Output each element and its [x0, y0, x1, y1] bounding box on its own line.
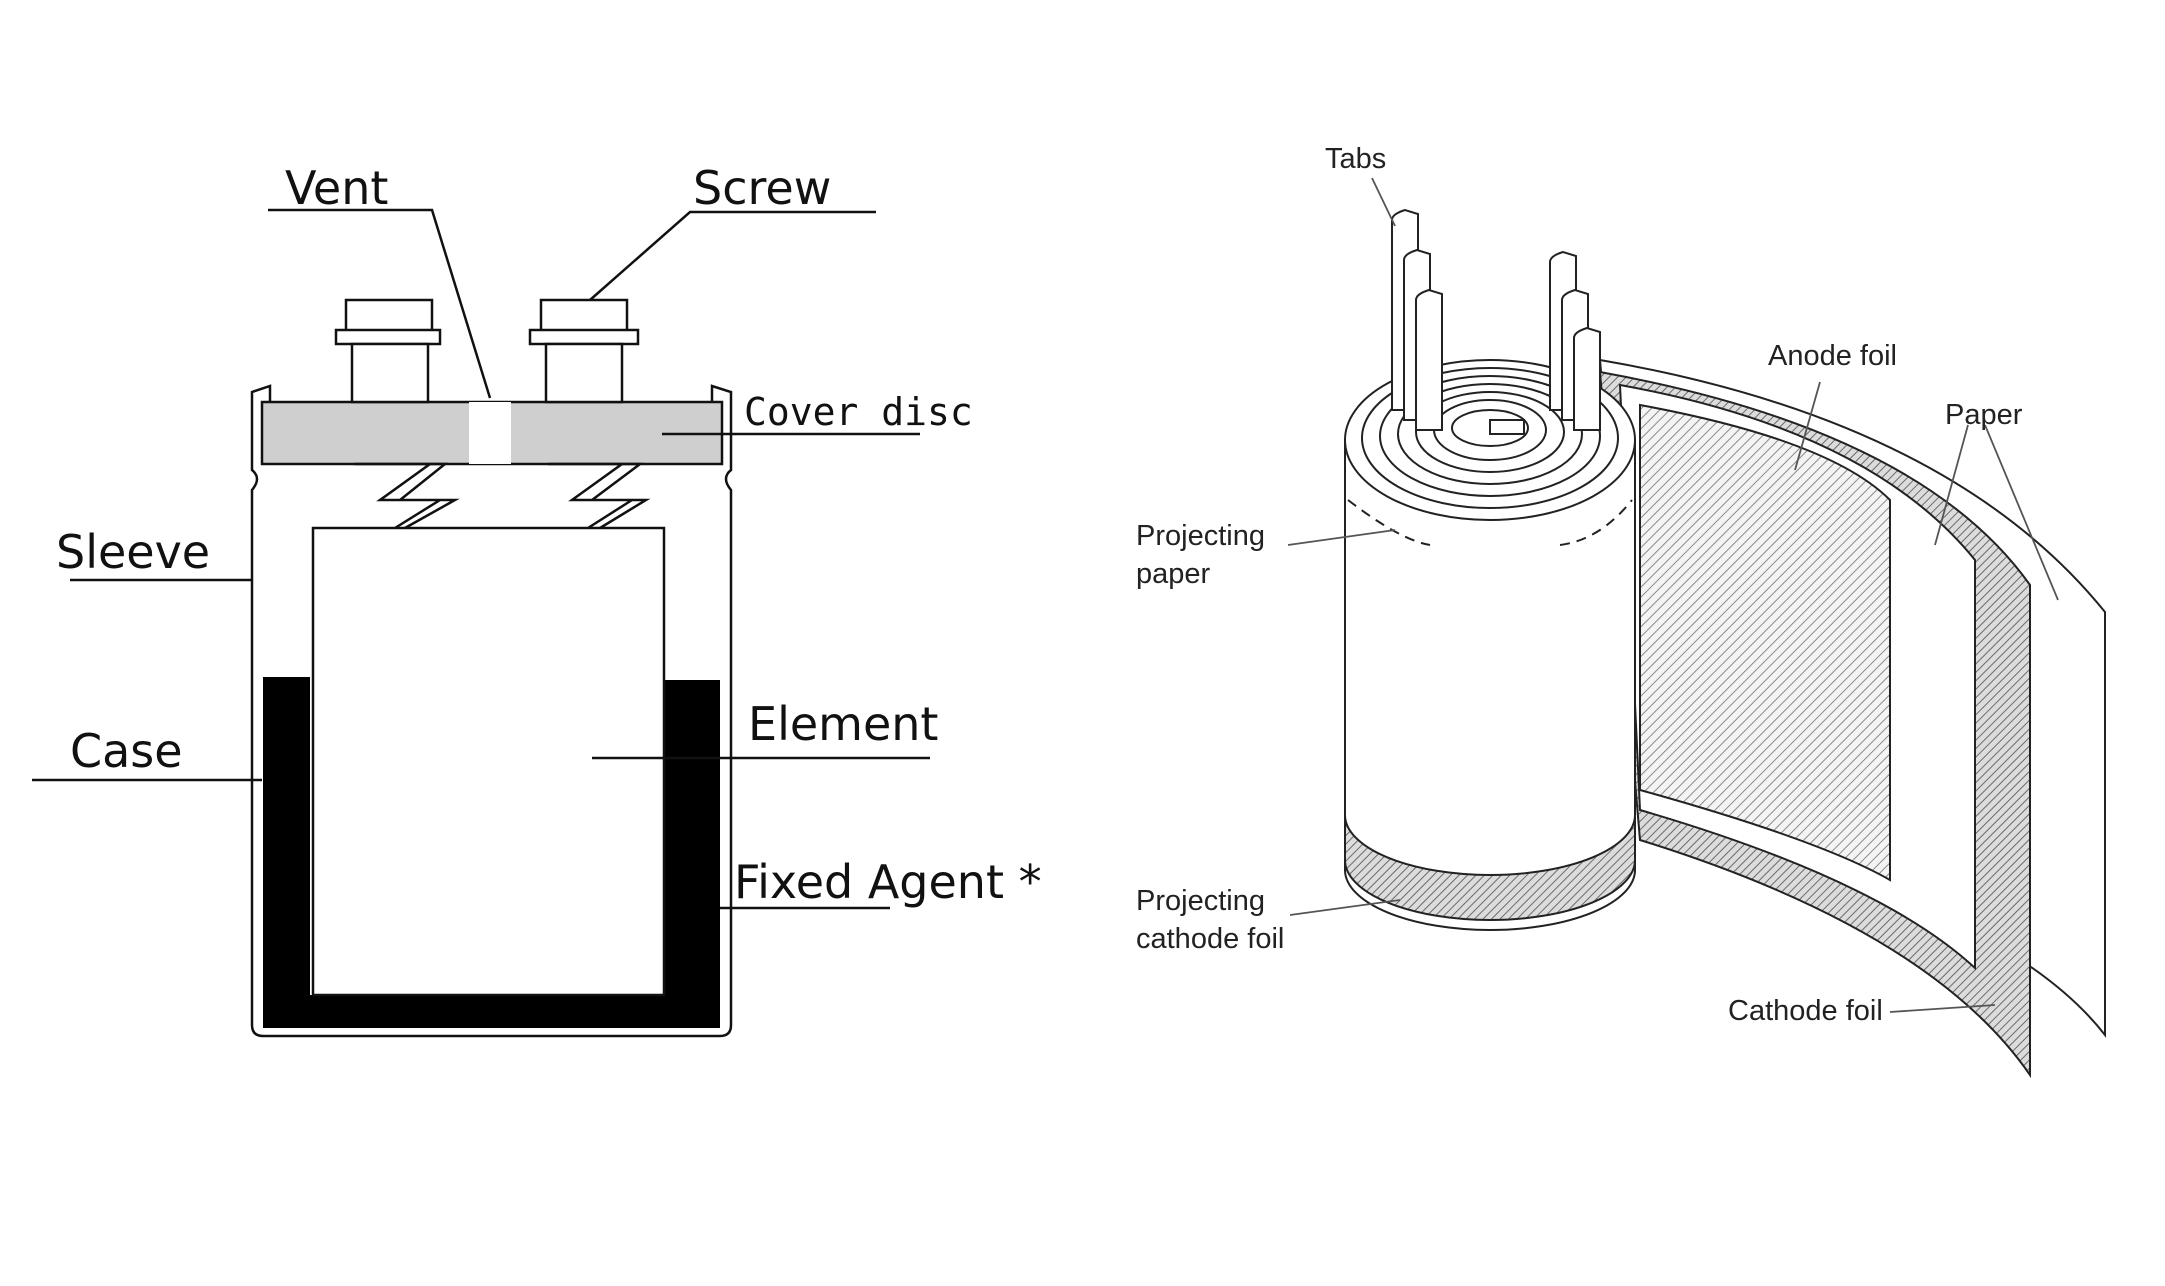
- cover-disc-label: Cover disc: [744, 390, 973, 434]
- fixed-agent: [263, 677, 720, 1028]
- screw-leader: [589, 210, 876, 301]
- projecting-cathode-label-2: cathode foil: [1136, 923, 1284, 955]
- projecting-cathode-leader: [1289, 899, 1401, 916]
- anode-foil-sheet: [1639, 403, 1891, 882]
- tabs: [1391, 208, 1601, 431]
- vent: [469, 402, 511, 464]
- paper-label: Paper: [1945, 399, 2023, 431]
- projecting-cathode-foil: [1344, 814, 1636, 921]
- terminal-left: [334, 298, 442, 404]
- lead-right: [548, 462, 651, 530]
- projecting-paper-label-1: Projecting: [1136, 520, 1265, 552]
- tabs-label: Tabs: [1325, 143, 1386, 175]
- projecting-paper-edge: [1347, 499, 1633, 546]
- element: [311, 526, 666, 997]
- element-label: Element: [748, 697, 938, 751]
- roll-body: [1344, 439, 1636, 931]
- fixed-agent-label: Fixed Agent *: [734, 855, 1042, 909]
- sleeve-label: Sleeve: [56, 525, 210, 579]
- lead-left: [354, 462, 460, 530]
- cathode-foil-leader: [1889, 1004, 1996, 1013]
- vent-leader: [268, 208, 492, 399]
- tabs-leader: [1371, 177, 1396, 227]
- case-outline: [250, 384, 733, 1038]
- projecting-cathode-label-1: Projecting: [1136, 885, 1265, 917]
- paper-leader: [1934, 424, 2059, 601]
- capacitor-cutaway: Vent Screw Cover disc Sleeve Case Elemen…: [32, 161, 1042, 1038]
- projecting-paper-leader: [1287, 529, 1396, 546]
- case-label: Case: [70, 724, 183, 778]
- screw-label: Screw: [693, 161, 831, 215]
- vent-label: Vent: [285, 161, 388, 215]
- screw-terminal: [528, 298, 640, 404]
- projecting-paper-label-2: paper: [1136, 558, 1211, 590]
- anode-foil-leader: [1794, 381, 1821, 471]
- cathode-foil-label: Cathode foil: [1728, 995, 1883, 1027]
- anode-foil-label: Anode foil: [1768, 340, 1897, 372]
- wound-element: Tabs Anode foil Paper Projecting paper P…: [1136, 143, 2106, 1079]
